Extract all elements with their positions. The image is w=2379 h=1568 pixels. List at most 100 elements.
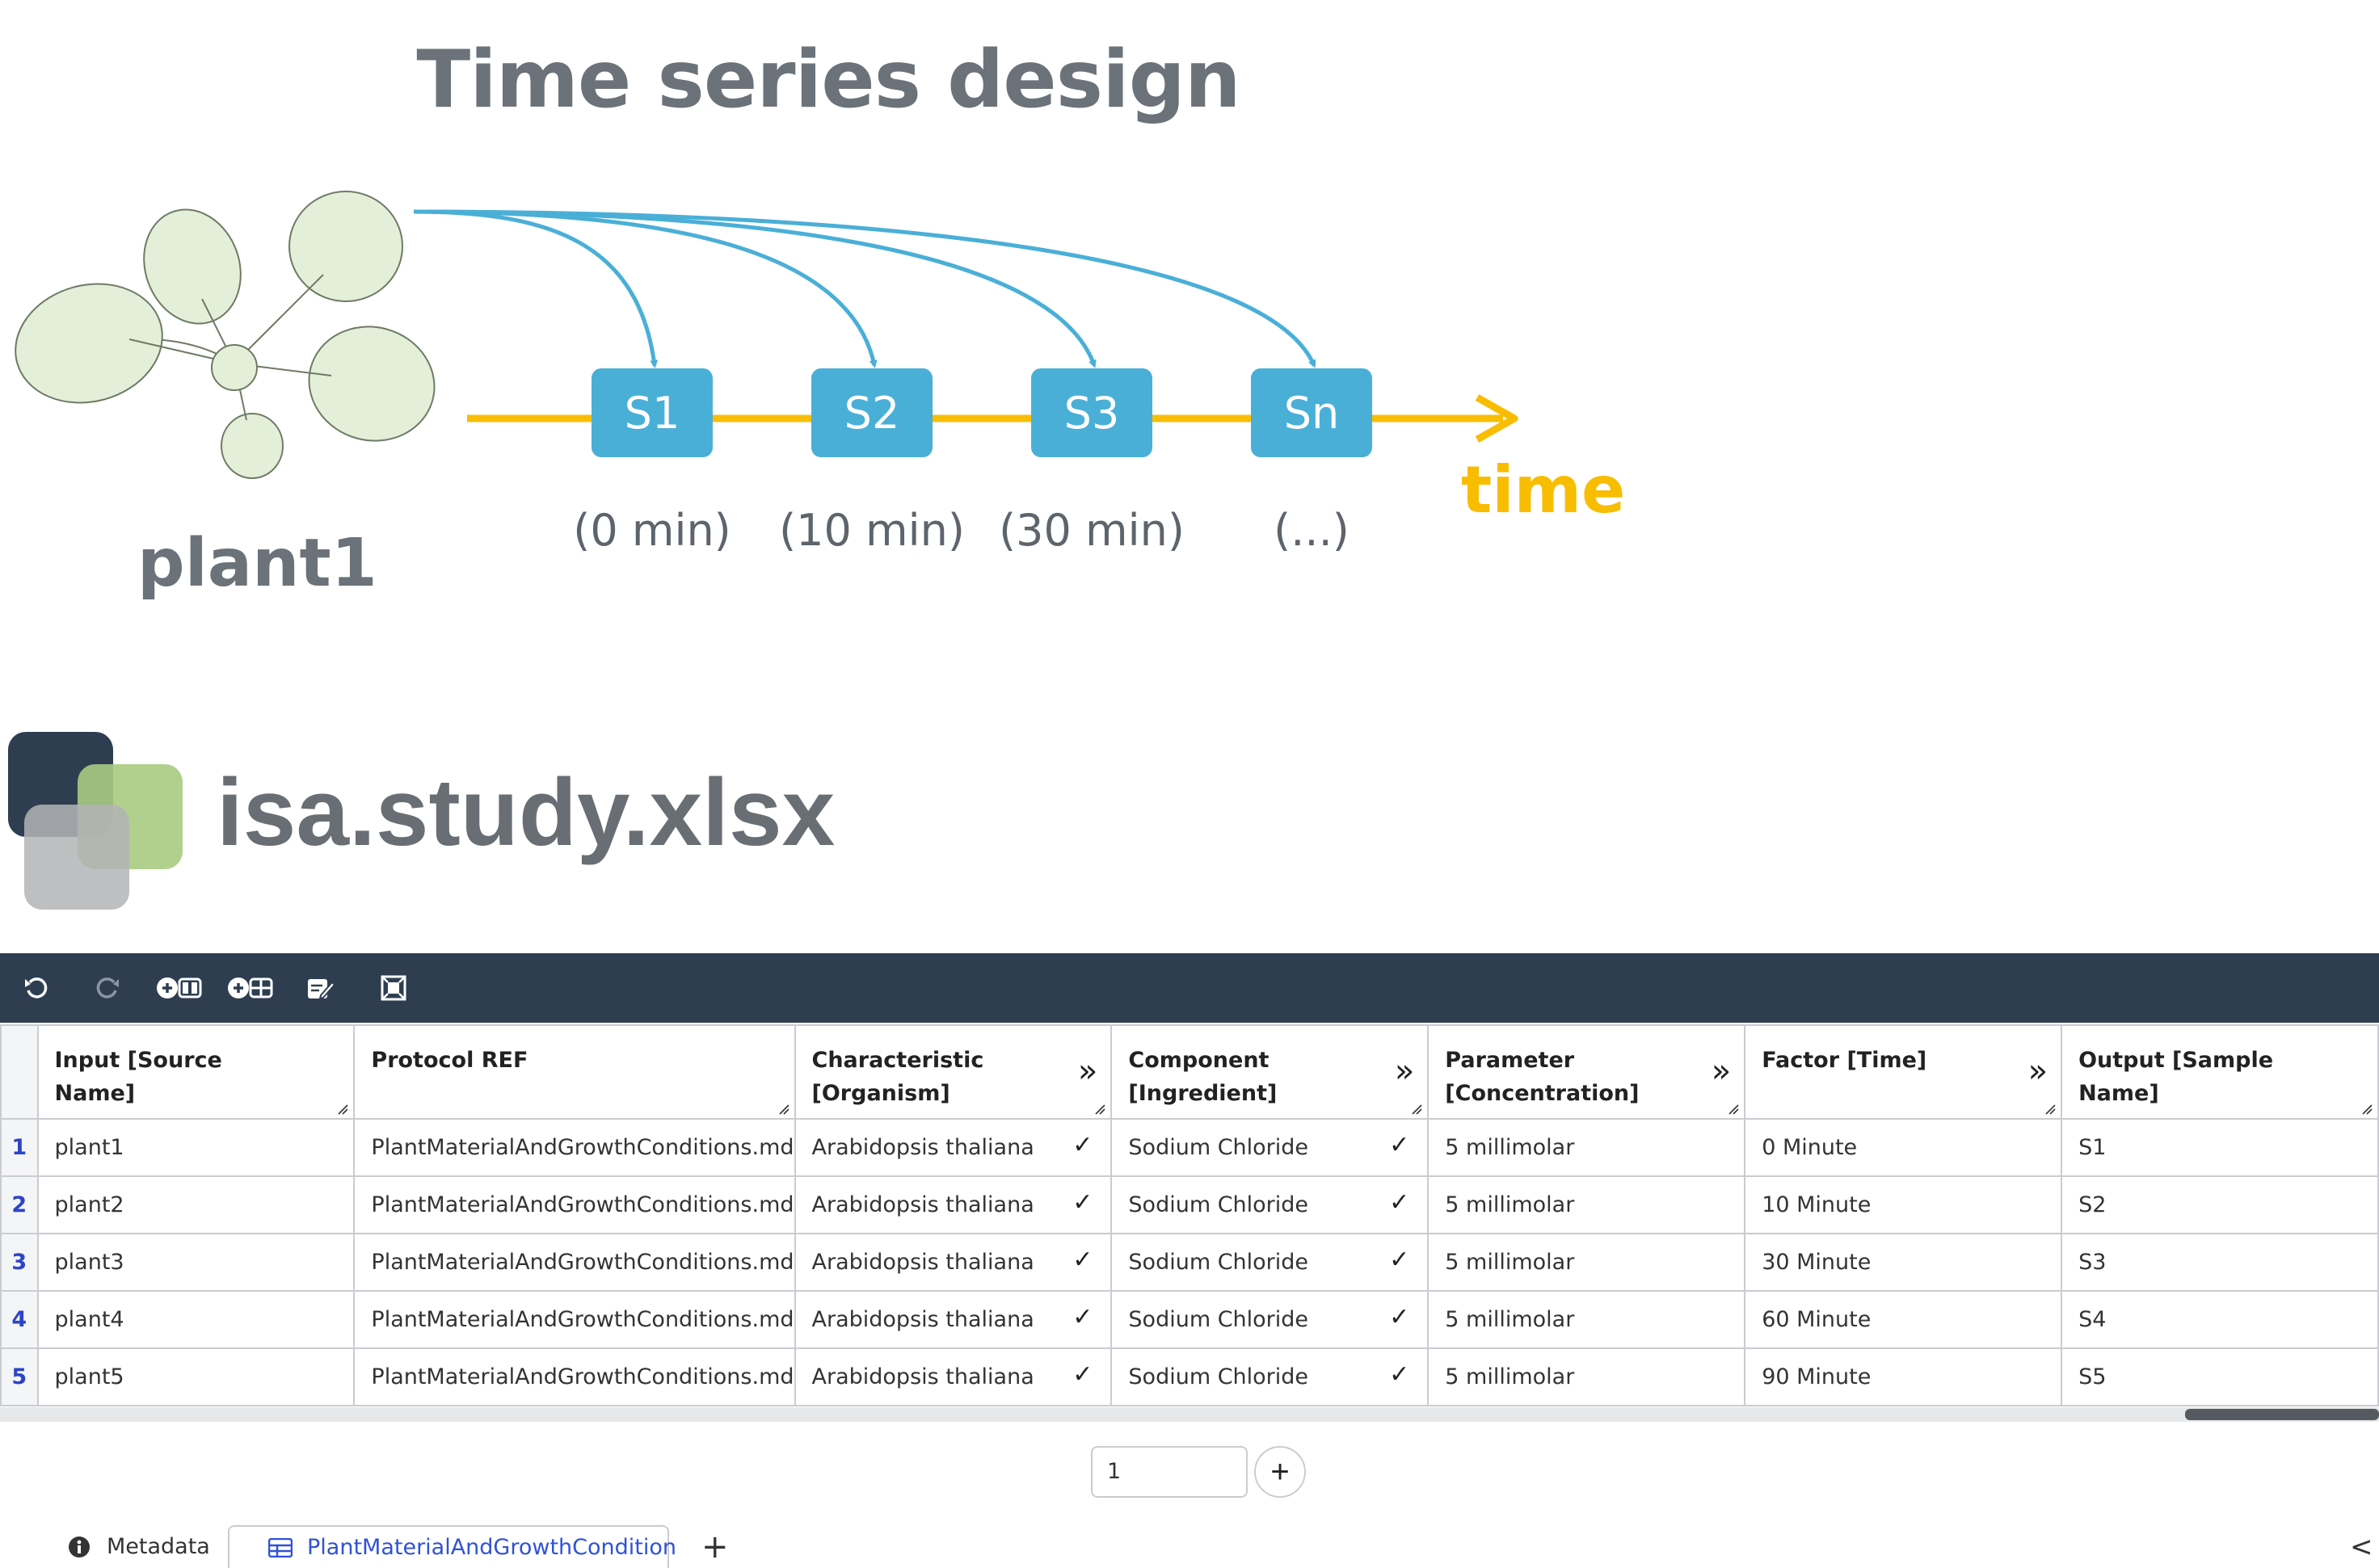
table-cell[interactable]: plant5 (36, 1347, 356, 1406)
column-resize-handle-icon[interactable] (778, 1103, 789, 1115)
row-number[interactable]: 3 (0, 1233, 39, 1292)
table-cell[interactable]: plant1 (36, 1118, 356, 1177)
sample-time-s2: (10 min) (779, 505, 965, 556)
table-cell[interactable]: Arabidopsis thaliana✓ (794, 1118, 1113, 1177)
column-header-6[interactable]: Factor [Time]» (1744, 1024, 2063, 1120)
sample-box-s3: S3 (1031, 368, 1152, 457)
expand-column-icon[interactable]: » (1077, 1053, 1098, 1090)
page-number-input[interactable]: 1 (1091, 1446, 1248, 1498)
cell-value: S2 (2078, 1192, 2107, 1217)
column-resize-handle-icon[interactable] (2044, 1103, 2056, 1115)
column-header-1[interactable]: Input [Source Name] (36, 1024, 356, 1120)
column-header-label: Input [Source Name] (54, 1048, 222, 1106)
table-cell[interactable]: PlantMaterialAndGrowthConditions.md (353, 1118, 796, 1177)
fit-table-icon[interactable] (373, 966, 414, 1010)
table-cell[interactable]: Sodium Chloride✓ (1110, 1118, 1430, 1177)
table-cell[interactable]: plant2 (36, 1175, 356, 1234)
redo-icon[interactable] (87, 966, 128, 1010)
column-resize-handle-icon[interactable] (2361, 1103, 2373, 1115)
column-resize-handle-icon[interactable] (337, 1103, 348, 1115)
table-cell[interactable]: S3 (2061, 1233, 2379, 1292)
column-header-2[interactable]: Protocol REF (353, 1024, 796, 1120)
tab-metadata[interactable]: Metadata (68, 1525, 210, 1568)
row-number[interactable]: 2 (0, 1175, 39, 1234)
table-cell[interactable]: S5 (2061, 1347, 2379, 1406)
table-cell[interactable]: 5 millimolar (1427, 1290, 1746, 1349)
cell-value: S4 (2078, 1307, 2107, 1332)
add-rows-button[interactable]: + (1254, 1446, 1306, 1498)
table-cell[interactable]: 60 Minute (1744, 1290, 2063, 1349)
column-header-5[interactable]: Parameter [Concentration] » (1427, 1024, 1746, 1120)
horizontal-scrollbar[interactable] (0, 1407, 2379, 1422)
table-cell[interactable]: Sodium Chloride✓ (1110, 1233, 1430, 1292)
table-cell[interactable]: 5 millimolar (1427, 1347, 1746, 1406)
row-number[interactable]: 4 (0, 1290, 39, 1349)
horizontal-scrollbar-thumb[interactable] (2185, 1409, 2379, 1420)
add-tab-button[interactable]: + (701, 1528, 729, 1566)
table-cell[interactable]: Arabidopsis thaliana✓ (794, 1233, 1113, 1292)
cell-value: Sodium Chloride (1128, 1364, 1309, 1389)
table-cell[interactable]: 30 Minute (1744, 1233, 2063, 1292)
table-cell[interactable]: PlantMaterialAndGrowthConditions.md (353, 1233, 796, 1292)
column-header-3[interactable]: Characteristic [Organism]» (794, 1024, 1113, 1120)
table-cell[interactable]: S2 (2061, 1175, 2379, 1234)
cell-value: Arabidopsis thaliana (811, 1307, 1034, 1332)
table-cell[interactable]: PlantMaterialAndGrowthConditions.md (353, 1175, 796, 1234)
add-column-icon[interactable] (154, 966, 205, 1010)
table-cell[interactable]: 0 Minute (1744, 1118, 2063, 1177)
validated-check-icon: ✓ (1389, 1246, 1410, 1274)
table-cell[interactable]: S4 (2061, 1290, 2379, 1349)
cell-value: PlantMaterialAndGrowthConditions.md (371, 1135, 794, 1160)
expand-column-icon[interactable]: » (2027, 1053, 2048, 1090)
row-number[interactable]: 1 (0, 1118, 39, 1177)
table-cell[interactable]: Sodium Chloride✓ (1110, 1175, 1430, 1234)
cell-value: plant2 (54, 1192, 124, 1217)
collapse-sidebar-button[interactable]: < (2350, 1530, 2373, 1563)
table-cell[interactable]: 5 millimolar (1427, 1118, 1746, 1177)
table-cell[interactable]: plant4 (36, 1290, 356, 1349)
plant-label: plant1 (137, 525, 377, 602)
cell-value: 10 Minute (1762, 1192, 1872, 1217)
table-cell[interactable]: Sodium Chloride✓ (1110, 1347, 1430, 1406)
column-header-label: Output [Sample Name] (2078, 1048, 2274, 1106)
cell-value: plant3 (54, 1250, 124, 1275)
column-header-4[interactable]: Component [Ingredient] » (1110, 1024, 1430, 1120)
table-cell[interactable]: S1 (2061, 1118, 2379, 1177)
table-cell[interactable]: Arabidopsis thaliana ✓ (794, 1290, 1113, 1349)
row-number[interactable]: 5 (0, 1347, 39, 1406)
validated-check-icon: ✓ (1072, 1303, 1093, 1331)
plant-icon (15, 191, 436, 479)
table-cell[interactable]: Arabidopsis thaliana✓ (794, 1175, 1113, 1234)
edit-table-icon[interactable] (301, 966, 341, 1010)
column-header-7[interactable]: Output [Sample Name] (2061, 1024, 2379, 1120)
sample-box-s2: S2 (811, 368, 933, 457)
cell-value: Sodium Chloride (1128, 1192, 1309, 1217)
column-header-label: Parameter [Concentration] (1445, 1048, 1640, 1106)
table-cell[interactable]: 90 Minute (1744, 1347, 2063, 1406)
table-cell[interactable]: PlantMaterialAndGrowthConditions.md (353, 1290, 796, 1349)
cell-value: 90 Minute (1762, 1364, 1872, 1389)
column-header-label: Component [Ingredient] (1128, 1048, 1278, 1106)
table-icon (268, 1538, 293, 1557)
table-cell[interactable]: 5 millimolar (1427, 1233, 1746, 1292)
table-cell[interactable]: 10 Minute (1744, 1175, 2063, 1234)
table-cell[interactable]: plant3 (36, 1233, 356, 1292)
column-resize-handle-icon[interactable] (1094, 1103, 1105, 1115)
cell-value: S1 (2078, 1135, 2107, 1160)
cell-value: 60 Minute (1762, 1307, 1872, 1332)
table-cell[interactable]: 5 millimolar (1427, 1175, 1746, 1234)
expand-column-icon[interactable]: » (1711, 1053, 1732, 1090)
tab-plant-material[interactable]: PlantMaterialAndGrowthCondition (228, 1525, 676, 1568)
column-resize-handle-icon[interactable] (1728, 1103, 1739, 1115)
validated-check-icon: ✓ (1072, 1246, 1093, 1274)
add-rows-icon[interactable] (225, 966, 276, 1010)
expand-column-icon[interactable]: » (1394, 1053, 1415, 1090)
validated-check-icon: ✓ (1072, 1131, 1093, 1159)
column-resize-handle-icon[interactable] (1411, 1103, 1422, 1115)
table-cell[interactable]: Sodium Chloride✓ (1110, 1290, 1430, 1349)
table-cell[interactable]: PlantMaterialAndGrowthConditions.md (353, 1347, 796, 1406)
undo-icon[interactable] (16, 966, 57, 1010)
table-cell[interactable]: Arabidopsis thaliana✓ (794, 1347, 1113, 1406)
